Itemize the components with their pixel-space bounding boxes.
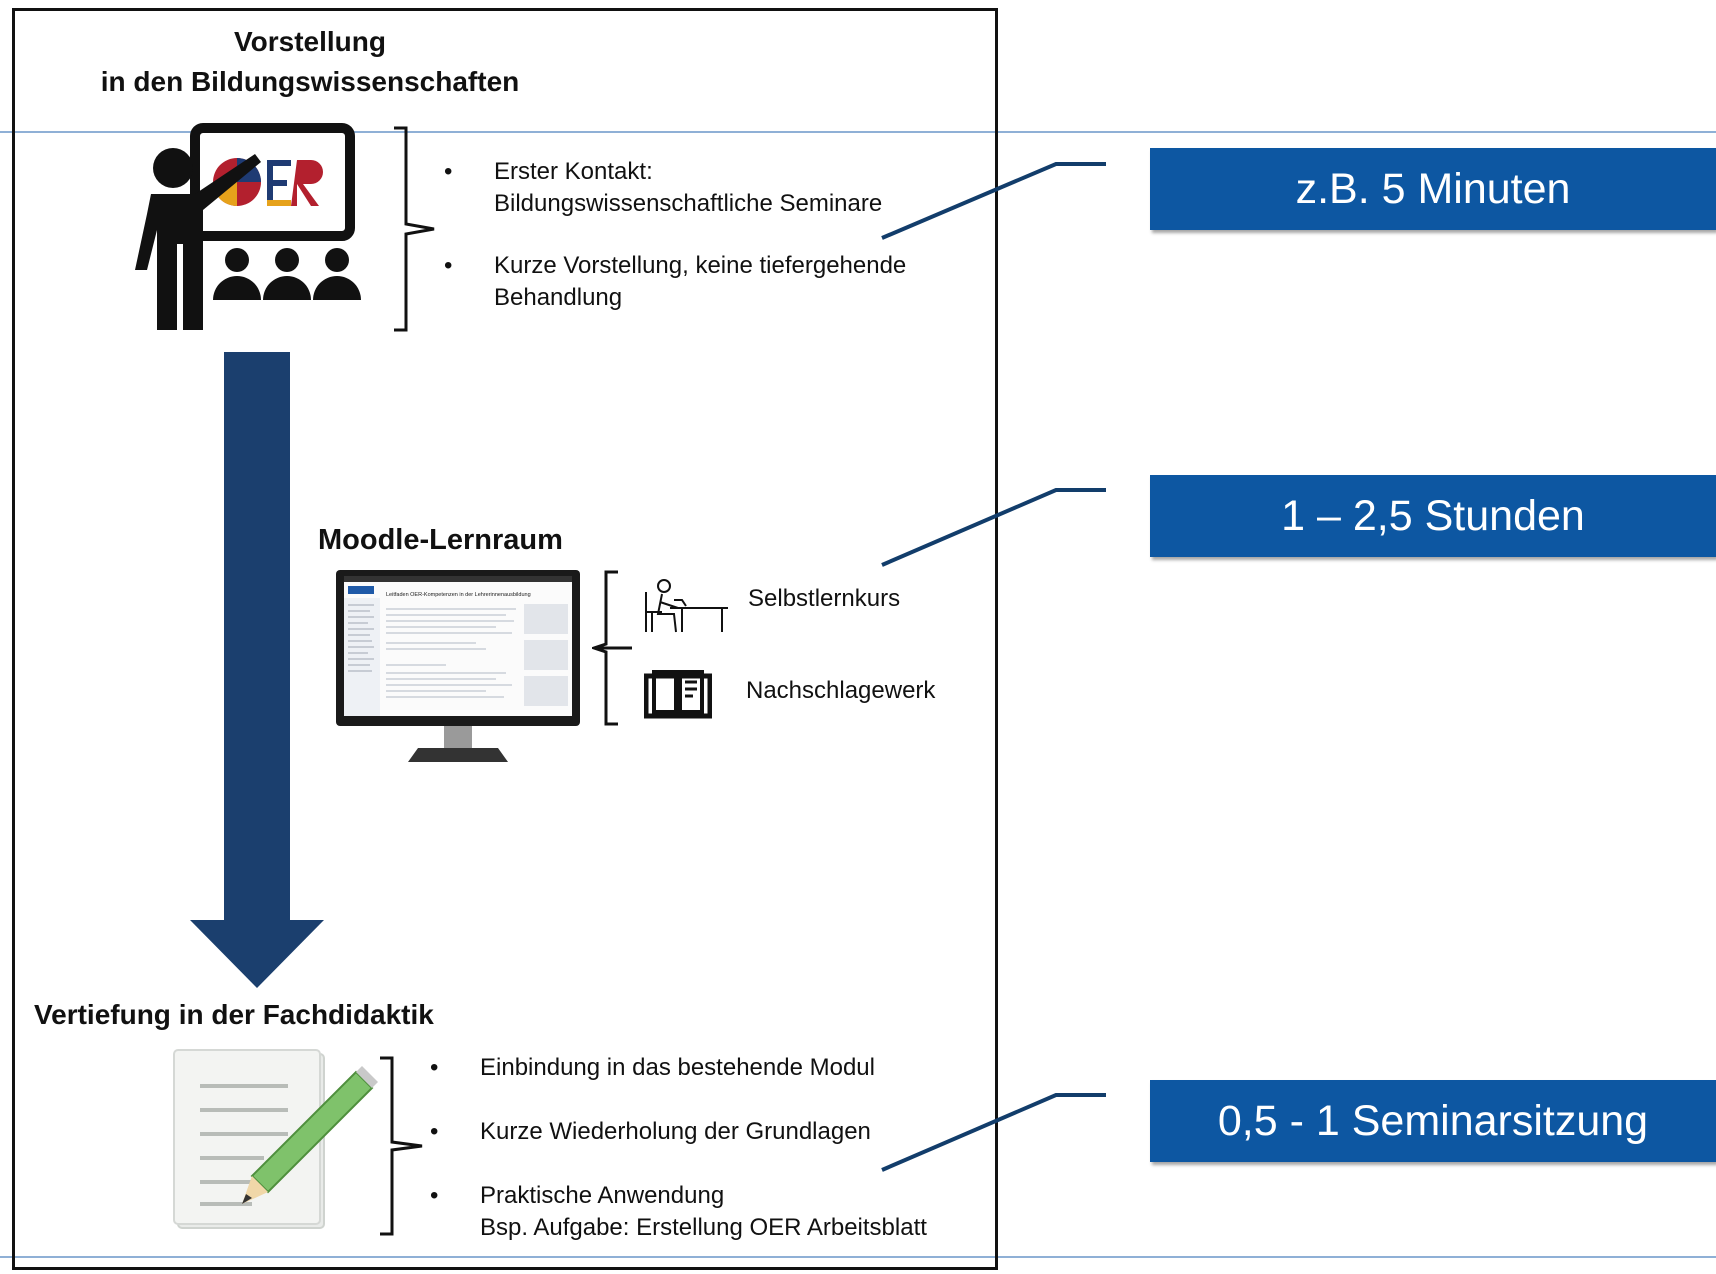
connector-line-2: [881, 488, 1106, 567]
pencil-icon: [242, 1066, 378, 1204]
connector-lines: [881, 162, 1106, 1172]
deep-bullet-3-line2: Bsp. Aufgabe: Erstellung OER Arbeitsblat…: [480, 1214, 927, 1241]
desk-study-icon: [645, 579, 728, 633]
intro-bullet-1-line2: Bildungswissenschaftliche Seminare: [494, 190, 883, 217]
bullet-marker: •: [430, 1182, 439, 1209]
deep-bullet-3: • Praktische Anwendung Bsp. Aufgabe: Ers…: [430, 1180, 970, 1244]
deep-bullet-2: • Kurze Wiederholung der Grundlagen: [430, 1116, 970, 1148]
intro-bullet-1-line1: Erster Kontakt:: [494, 158, 653, 185]
deep-title: Vertiefung in der Fachdidaktik: [34, 999, 434, 1030]
bullet-marker: •: [430, 1118, 439, 1145]
intro-bracket: [394, 126, 435, 332]
bullet-marker: •: [444, 252, 453, 279]
intro-bullet-2-line2: Behandlung: [494, 284, 623, 311]
audience-icon: [213, 248, 361, 300]
teacher-body: [135, 154, 261, 330]
bullet-marker: •: [430, 1054, 439, 1081]
top-divider-line: [0, 131, 1716, 133]
down-arrow-icon: [190, 352, 324, 988]
intro-title-line1: Vorstellung: [234, 26, 386, 57]
monitor-icon: Leitfaden OER-Kompetenzen in der Lehreri…: [336, 570, 580, 762]
intro-bullet-2: • Kurze Vorstellung, keine tiefergehende…: [444, 250, 964, 314]
duration-box-moodle: 1 – 2,5 Stunden: [1150, 475, 1716, 557]
deep-bullet-3-line1: Praktische Anwendung: [480, 1182, 725, 1209]
teacher-presentation-icon: [135, 123, 361, 330]
connector-line-1: [881, 162, 1106, 240]
bottom-divider-line: [0, 1256, 1716, 1258]
open-book-icon: [644, 670, 712, 719]
deep-bullet-list: • Einbindung in das bestehende Modul • K…: [430, 1052, 970, 1274]
moodle-title: Moodle-Lernraum: [318, 524, 563, 556]
teacher-head: [153, 148, 193, 188]
bullet-marker: •: [444, 158, 453, 185]
deep-bullet-1-text: Einbindung in das bestehende Modul: [480, 1054, 875, 1081]
duration-box-intro: z.B. 5 Minuten: [1150, 148, 1716, 230]
intro-bullet-list: • Erster Kontakt: Bildungswissenschaftli…: [444, 156, 964, 344]
intro-bullet-2-line1: Kurze Vorstellung, keine tiefergehende: [494, 252, 907, 279]
intro-title-line2: in den Bildungswissenschaften: [100, 66, 520, 97]
duration-box-deep: 0,5 - 1 Seminarsitzung: [1150, 1080, 1716, 1162]
deep-bullet-1: • Einbindung in das bestehende Modul: [430, 1052, 970, 1084]
intro-bullet-1: • Erster Kontakt: Bildungswissenschaftli…: [444, 156, 964, 220]
deep-bracket: [380, 1056, 423, 1236]
moodle-item-nachschlagewerk: Nachschlagewerk: [746, 677, 936, 704]
monitor-screen-heading: Leitfaden OER-Kompetenzen in der Lehreri…: [386, 592, 531, 598]
deep-bullet-2-text: Kurze Wiederholung der Grundlagen: [480, 1118, 871, 1145]
moodle-item-selbstlernkurs: Selbstlernkurs: [748, 585, 901, 612]
moodle-bracket: [592, 570, 632, 726]
intro-title: Vorstellung in den Bildungswissenschafte…: [60, 22, 560, 102]
board-frame: [190, 123, 355, 241]
connector-line-3: [881, 1093, 1106, 1172]
document-pencil-icon: [173, 1049, 378, 1229]
